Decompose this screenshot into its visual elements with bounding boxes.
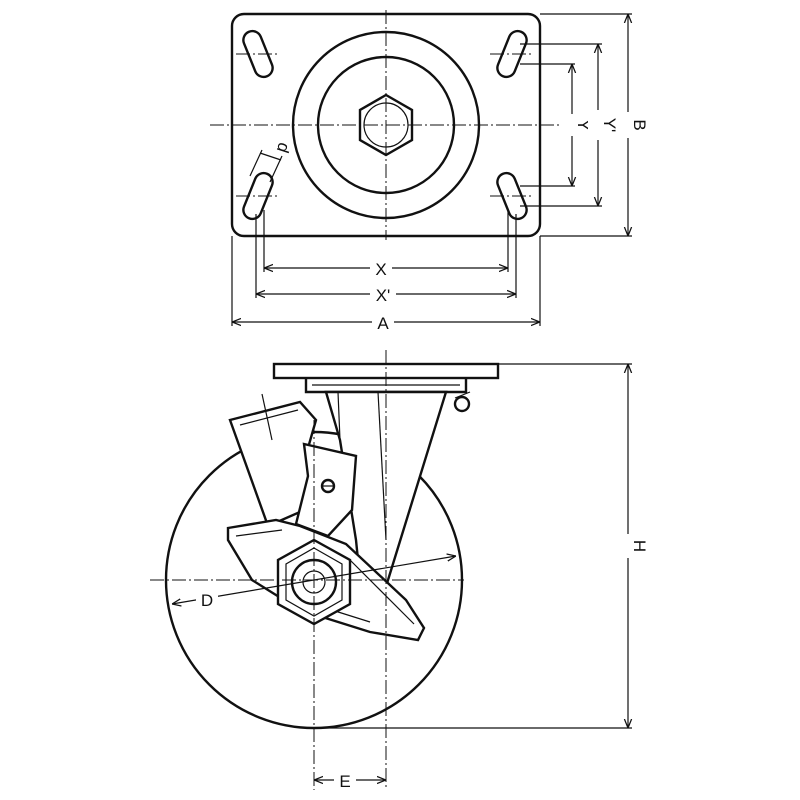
label-d: D — [201, 591, 213, 610]
slot-bottom-right — [496, 171, 528, 221]
label-y-prime: Y' — [600, 118, 619, 133]
label-y: Y — [574, 119, 593, 130]
brake-bracket — [294, 442, 358, 538]
label-e: E — [339, 772, 350, 791]
top-view: X X' A Y Y' B d — [210, 10, 649, 333]
mounting-slots — [242, 29, 528, 221]
label-slot-d: d — [273, 140, 294, 155]
slot-top-left — [242, 29, 274, 79]
side-view: D H E — [150, 350, 649, 791]
label-x-prime: X' — [376, 286, 391, 305]
slot-bottom-left — [242, 171, 274, 221]
slot-top-right — [496, 29, 528, 79]
label-a: A — [377, 314, 389, 333]
label-h: H — [630, 540, 649, 552]
label-x: X — [375, 260, 386, 279]
label-b: B — [630, 119, 649, 130]
grease-nipple — [453, 395, 471, 413]
d-dimension-line — [172, 556, 456, 604]
